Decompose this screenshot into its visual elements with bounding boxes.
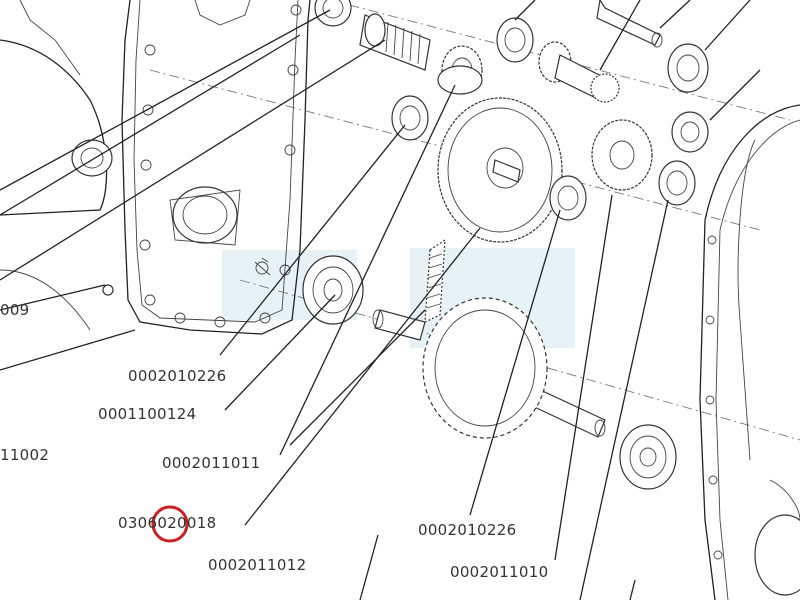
part-label-009[interactable]: 009 (0, 301, 30, 319)
large-spur-gear (437, 97, 563, 243)
outer-left-housing (0, 0, 114, 331)
right-housing (699, 104, 800, 600)
chain-sprocket (422, 297, 548, 439)
part-label-0306020018[interactable]: 0306020018 (118, 514, 217, 532)
part-label-0002010226-right[interactable]: 0002010226 (418, 521, 517, 539)
input-shaft (314, 0, 431, 71)
mid-gear (549, 119, 696, 221)
left-housing-cover (121, 0, 311, 335)
part-label-0002010226-left[interactable]: 0002010226 (128, 367, 227, 385)
leader-lines (0, 0, 761, 600)
small-pinion-gear (437, 45, 483, 95)
part-label-11002[interactable]: 11002 (0, 446, 50, 464)
part-label-0002011011[interactable]: 0002011011 (162, 454, 261, 472)
part-label-0001100124[interactable]: 0001100124 (98, 405, 197, 423)
highlight-circle (151, 505, 189, 543)
drive-chain (424, 238, 446, 323)
part-label-0002011010[interactable]: 0002011010 (450, 563, 549, 581)
lower-bearing (619, 424, 677, 490)
part-label-0002011012[interactable]: 0002011012 (208, 556, 307, 574)
center-bearing (302, 95, 429, 325)
cluster-gear-top (538, 0, 663, 103)
top-bearings (496, 17, 709, 153)
